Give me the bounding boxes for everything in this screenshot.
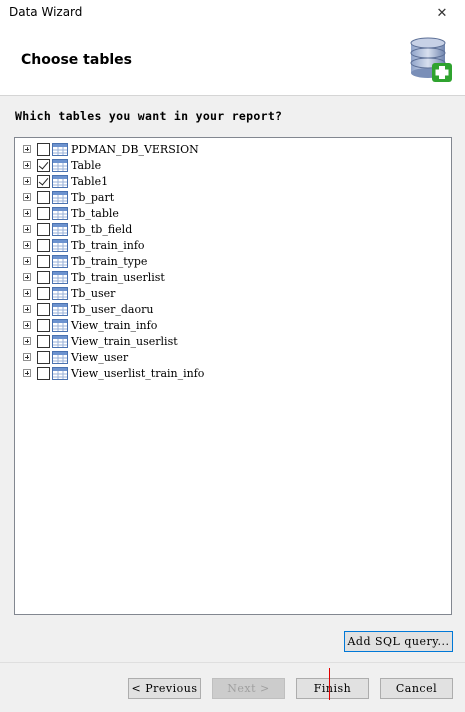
table-name: PDMAN_DB_VERSION — [71, 142, 199, 156]
table-checkbox[interactable] — [37, 142, 50, 156]
window-title: Data Wizard — [9, 5, 83, 19]
previous-button[interactable]: < Previous — [128, 678, 201, 699]
table-icon — [50, 142, 68, 156]
table-name: View_train_userlist — [71, 334, 178, 348]
close-icon: ✕ — [436, 6, 448, 21]
add-sql-query-label: Add SQL query... — [347, 635, 450, 648]
table-name: Tb_tb_field — [71, 222, 133, 236]
table-row[interactable]: View_user — [15, 349, 128, 365]
expand-icon[interactable] — [23, 177, 31, 185]
table-name: View_userlist_train_info — [71, 366, 205, 380]
expand-icon[interactable] — [23, 257, 31, 265]
table-row[interactable]: Tb_part — [15, 189, 114, 205]
table-icon — [50, 350, 68, 364]
table-checkbox[interactable] — [37, 174, 50, 188]
wizard-header: Choose tables — [0, 27, 465, 96]
expand-icon[interactable] — [23, 209, 31, 217]
table-icon — [50, 286, 68, 300]
table-name: Tb_part — [71, 190, 115, 204]
expand-icon[interactable] — [23, 225, 31, 233]
table-checkbox[interactable] — [37, 158, 50, 172]
footer-separator — [0, 662, 465, 663]
table-name: View_train_info — [71, 318, 158, 332]
expand-icon[interactable] — [23, 161, 31, 169]
table-icon — [50, 222, 68, 236]
table-row[interactable]: Tb_train_userlist — [15, 269, 165, 285]
table-row[interactable]: Table — [15, 157, 101, 173]
expand-icon[interactable] — [23, 321, 31, 329]
table-row[interactable]: PDMAN_DB_VERSION — [15, 141, 199, 157]
table-row[interactable]: Tb_train_type — [15, 253, 147, 269]
expand-icon[interactable] — [23, 145, 31, 153]
table-name: View_user — [71, 350, 129, 364]
table-name: Tb_train_info — [71, 238, 145, 252]
table-checkbox[interactable] — [37, 334, 50, 348]
cancel-label: Cancel — [395, 682, 438, 695]
table-row[interactable]: View_train_info — [15, 317, 157, 333]
expand-icon[interactable] — [23, 337, 31, 345]
table-checkbox[interactable] — [37, 222, 50, 236]
annotation-mark — [329, 668, 330, 700]
table-name: Tb_user — [71, 286, 116, 300]
expand-icon[interactable] — [23, 369, 31, 377]
table-name: Tb_user_daoru — [71, 302, 154, 316]
previous-label: < Previous — [131, 682, 198, 695]
expand-icon[interactable] — [23, 241, 31, 249]
table-row[interactable]: Table1 — [15, 173, 108, 189]
table-checkbox[interactable] — [37, 206, 50, 220]
table-icon — [50, 206, 68, 220]
table-icon — [50, 270, 68, 284]
table-icon — [50, 254, 68, 268]
table-row[interactable]: Tb_user — [15, 285, 115, 301]
next-label: Next > — [227, 682, 270, 695]
table-icon — [50, 318, 68, 332]
table-row[interactable]: Tb_user_daoru — [15, 301, 153, 317]
table-name: Tb_train_userlist — [71, 270, 165, 284]
expand-icon[interactable] — [23, 193, 31, 201]
cancel-button[interactable]: Cancel — [380, 678, 453, 699]
table-checkbox[interactable] — [37, 270, 50, 284]
table-icon — [50, 238, 68, 252]
title-bar: Data Wizard ✕ — [0, 0, 465, 27]
table-row[interactable]: Tb_train_info — [15, 237, 145, 253]
expand-icon[interactable] — [23, 353, 31, 361]
finish-label: Finish — [313, 682, 352, 695]
table-checkbox[interactable] — [37, 254, 50, 268]
expand-icon[interactable] — [23, 289, 31, 297]
add-sql-query-button[interactable]: Add SQL query... — [344, 631, 453, 652]
table-checkbox[interactable] — [37, 350, 50, 364]
table-icon — [50, 174, 68, 188]
table-checkbox[interactable] — [37, 286, 50, 300]
table-name: Table — [71, 158, 102, 172]
table-checkbox[interactable] — [37, 238, 50, 252]
table-row[interactable]: View_userlist_train_info — [15, 365, 204, 381]
next-button[interactable]: Next > — [212, 678, 285, 699]
table-checkbox[interactable] — [37, 302, 50, 316]
table-checkbox[interactable] — [37, 318, 50, 332]
table-name: Table1 — [71, 174, 109, 188]
expand-icon[interactable] — [23, 305, 31, 313]
table-icon — [50, 302, 68, 316]
table-name: Tb_train_type — [71, 254, 148, 268]
table-icon — [50, 190, 68, 204]
table-icon — [50, 334, 68, 348]
tables-prompt: Which tables you want in your report? — [15, 109, 283, 123]
page-title: Choose tables — [21, 52, 132, 68]
finish-button[interactable]: Finish — [296, 678, 369, 699]
table-row[interactable]: Tb_table — [15, 205, 119, 221]
table-icon — [50, 366, 68, 380]
expand-icon[interactable] — [23, 273, 31, 281]
database-add-icon — [410, 37, 452, 82]
close-button[interactable]: ✕ — [419, 0, 465, 27]
table-icon — [50, 158, 68, 172]
table-name: Tb_table — [71, 206, 119, 220]
table-checkbox[interactable] — [37, 366, 50, 380]
table-row[interactable]: Tb_tb_field — [15, 221, 132, 237]
table-checkbox[interactable] — [37, 190, 50, 204]
table-row[interactable]: View_train_userlist — [15, 333, 178, 349]
